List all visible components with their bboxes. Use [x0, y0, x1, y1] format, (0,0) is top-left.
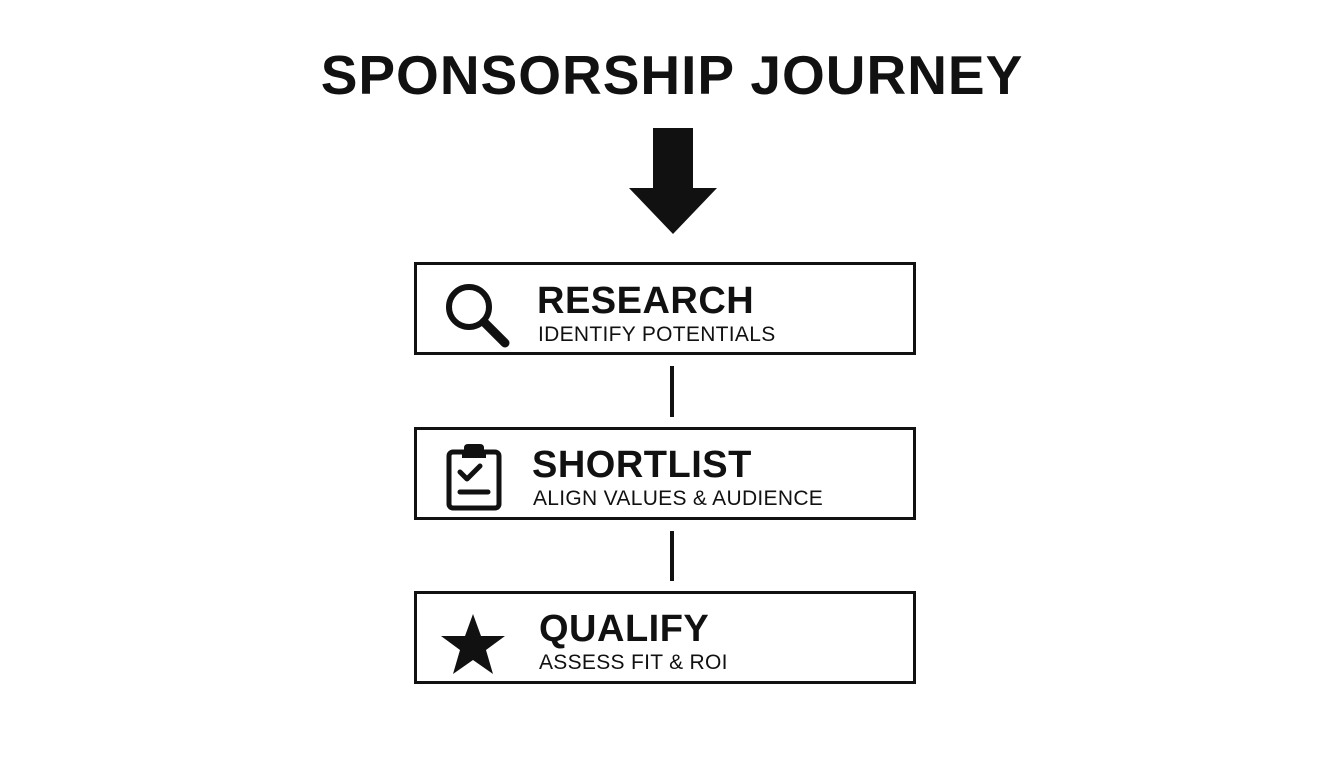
connector-line [670, 366, 674, 417]
step-subtitle: ASSESS FIT & ROI [539, 651, 728, 674]
step-subtitle: ALIGN VALUES & AUDIENCE [533, 487, 824, 510]
clipboard-check-icon [446, 444, 502, 511]
step-qualify: QUALIFY ASSESS FIT & ROI [414, 591, 916, 684]
down-arrow-icon [629, 128, 717, 234]
step-title: SHORTLIST [532, 444, 752, 486]
star-icon [441, 614, 505, 674]
step-title: QUALIFY [539, 608, 710, 650]
connector-line [670, 531, 674, 581]
diagram-title: SPONSORSHIP JOURNEY [320, 44, 1024, 106]
step-subtitle: IDENTIFY POTENTIALS [538, 323, 776, 346]
magnifying-glass-icon [446, 284, 510, 348]
step-shortlist: SHORTLIST ALIGN VALUES & AUDIENCE [414, 427, 916, 520]
step-title: RESEARCH [537, 280, 755, 322]
step-research: RESEARCH IDENTIFY POTENTIALS [414, 262, 916, 355]
